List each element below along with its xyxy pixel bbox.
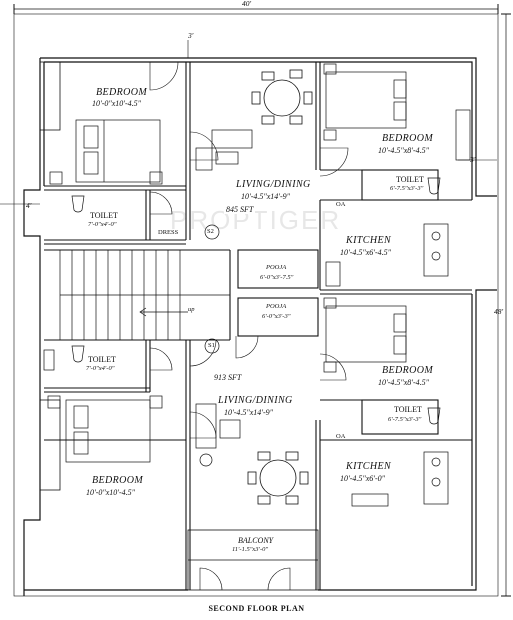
staircase bbox=[59, 250, 230, 340]
stair-tag-circle bbox=[204, 224, 220, 240]
room-name: BEDROOM bbox=[96, 87, 148, 98]
stair-tag: S1 bbox=[208, 342, 215, 349]
stair-up-label: up bbox=[188, 306, 195, 313]
room-name: LIVING/DINING bbox=[236, 179, 311, 190]
room-name: DRESS bbox=[158, 229, 179, 236]
room-name: POOJA bbox=[266, 264, 287, 271]
overall-width-label: 40' bbox=[242, 0, 252, 8]
room-name: TOILET bbox=[394, 405, 422, 414]
open-area-tag: OA bbox=[336, 201, 346, 208]
watermark: PROPTIGER bbox=[170, 205, 342, 235]
room-name: BEDROOM bbox=[382, 365, 434, 376]
kitchen-counter bbox=[325, 223, 449, 287]
overall-depth-label: 48' bbox=[494, 307, 504, 316]
unit-area: 845 SFT bbox=[224, 205, 256, 214]
room-name: TOILET bbox=[88, 355, 116, 364]
bed-icon bbox=[323, 297, 407, 373]
room-size: 6'-0"x3'-3" bbox=[262, 313, 291, 320]
kitchen-counter bbox=[351, 451, 449, 507]
room-size: 10'-4.5"x14'-9" bbox=[241, 192, 291, 201]
overall-width-dimension bbox=[13, 4, 499, 14]
room-name: BEDROOM bbox=[92, 475, 144, 486]
room-name: KITCHEN bbox=[346, 235, 392, 246]
room-size: 10'-4.5"x6'-0" bbox=[340, 474, 386, 483]
dining-table-icon bbox=[247, 451, 309, 505]
top-offset-label: 3' bbox=[188, 31, 194, 40]
room-size: 10'-0"x10'-4.5" bbox=[86, 488, 136, 497]
room-size: 6'-7.5"x3'-3" bbox=[390, 185, 424, 192]
dining-table-icon bbox=[251, 69, 313, 125]
plan-title: SECOND FLOOR PLAN bbox=[208, 604, 305, 613]
room-size: 10'-4.5"x14'-9" bbox=[224, 408, 274, 417]
overall-depth-dimension bbox=[501, 13, 511, 597]
room-size: 11'-1.5"x3'-0" bbox=[232, 546, 269, 553]
room-name: BALCONY bbox=[238, 536, 274, 545]
right-offset-label: 3' bbox=[470, 155, 476, 164]
open-area-tag: OA bbox=[336, 433, 346, 440]
window-balcony-left-bottom bbox=[39, 399, 61, 491]
sofa-icon bbox=[195, 129, 253, 171]
room-name: BEDROOM bbox=[382, 133, 434, 144]
bed-icon bbox=[323, 63, 407, 141]
room-name: TOILET bbox=[90, 211, 118, 220]
room-size: 10'-4.5"x8'-4.5" bbox=[378, 146, 430, 155]
room-size: 6'-0"x3'-7.5" bbox=[260, 274, 294, 281]
room-size: 7'-0"x4'-0" bbox=[86, 365, 115, 372]
room-size: 10'-4.5"x8'-4.5" bbox=[378, 378, 430, 387]
stair-tag: S2 bbox=[207, 228, 214, 235]
room-name: TOILET bbox=[396, 175, 424, 184]
left-offset-label: 4' bbox=[26, 201, 32, 210]
interior-walls bbox=[44, 62, 472, 590]
room-size: 6'-7.5"x3'-3" bbox=[388, 416, 422, 423]
toilet-fixture-icon bbox=[43, 109, 471, 425]
window-balcony-left-top bbox=[39, 61, 61, 131]
sofa-icon bbox=[195, 403, 241, 467]
plot-boundary bbox=[13, 13, 499, 597]
balcony-outline bbox=[187, 529, 319, 591]
room-name: POOJA bbox=[266, 303, 287, 310]
bed-icon bbox=[49, 119, 163, 185]
room-name: KITCHEN bbox=[346, 461, 392, 472]
room-size: 10'-4.5"x6'-4.5" bbox=[340, 248, 392, 257]
unit-area: 913 SFT bbox=[212, 373, 244, 382]
room-size: 7'-0"x4'-0" bbox=[88, 221, 117, 228]
stair-tag-circle bbox=[204, 338, 220, 354]
bed-icon bbox=[47, 395, 163, 463]
room-name: LIVING/DINING bbox=[218, 395, 293, 406]
room-size: 10'-0"x10'-4.5" bbox=[92, 99, 142, 108]
